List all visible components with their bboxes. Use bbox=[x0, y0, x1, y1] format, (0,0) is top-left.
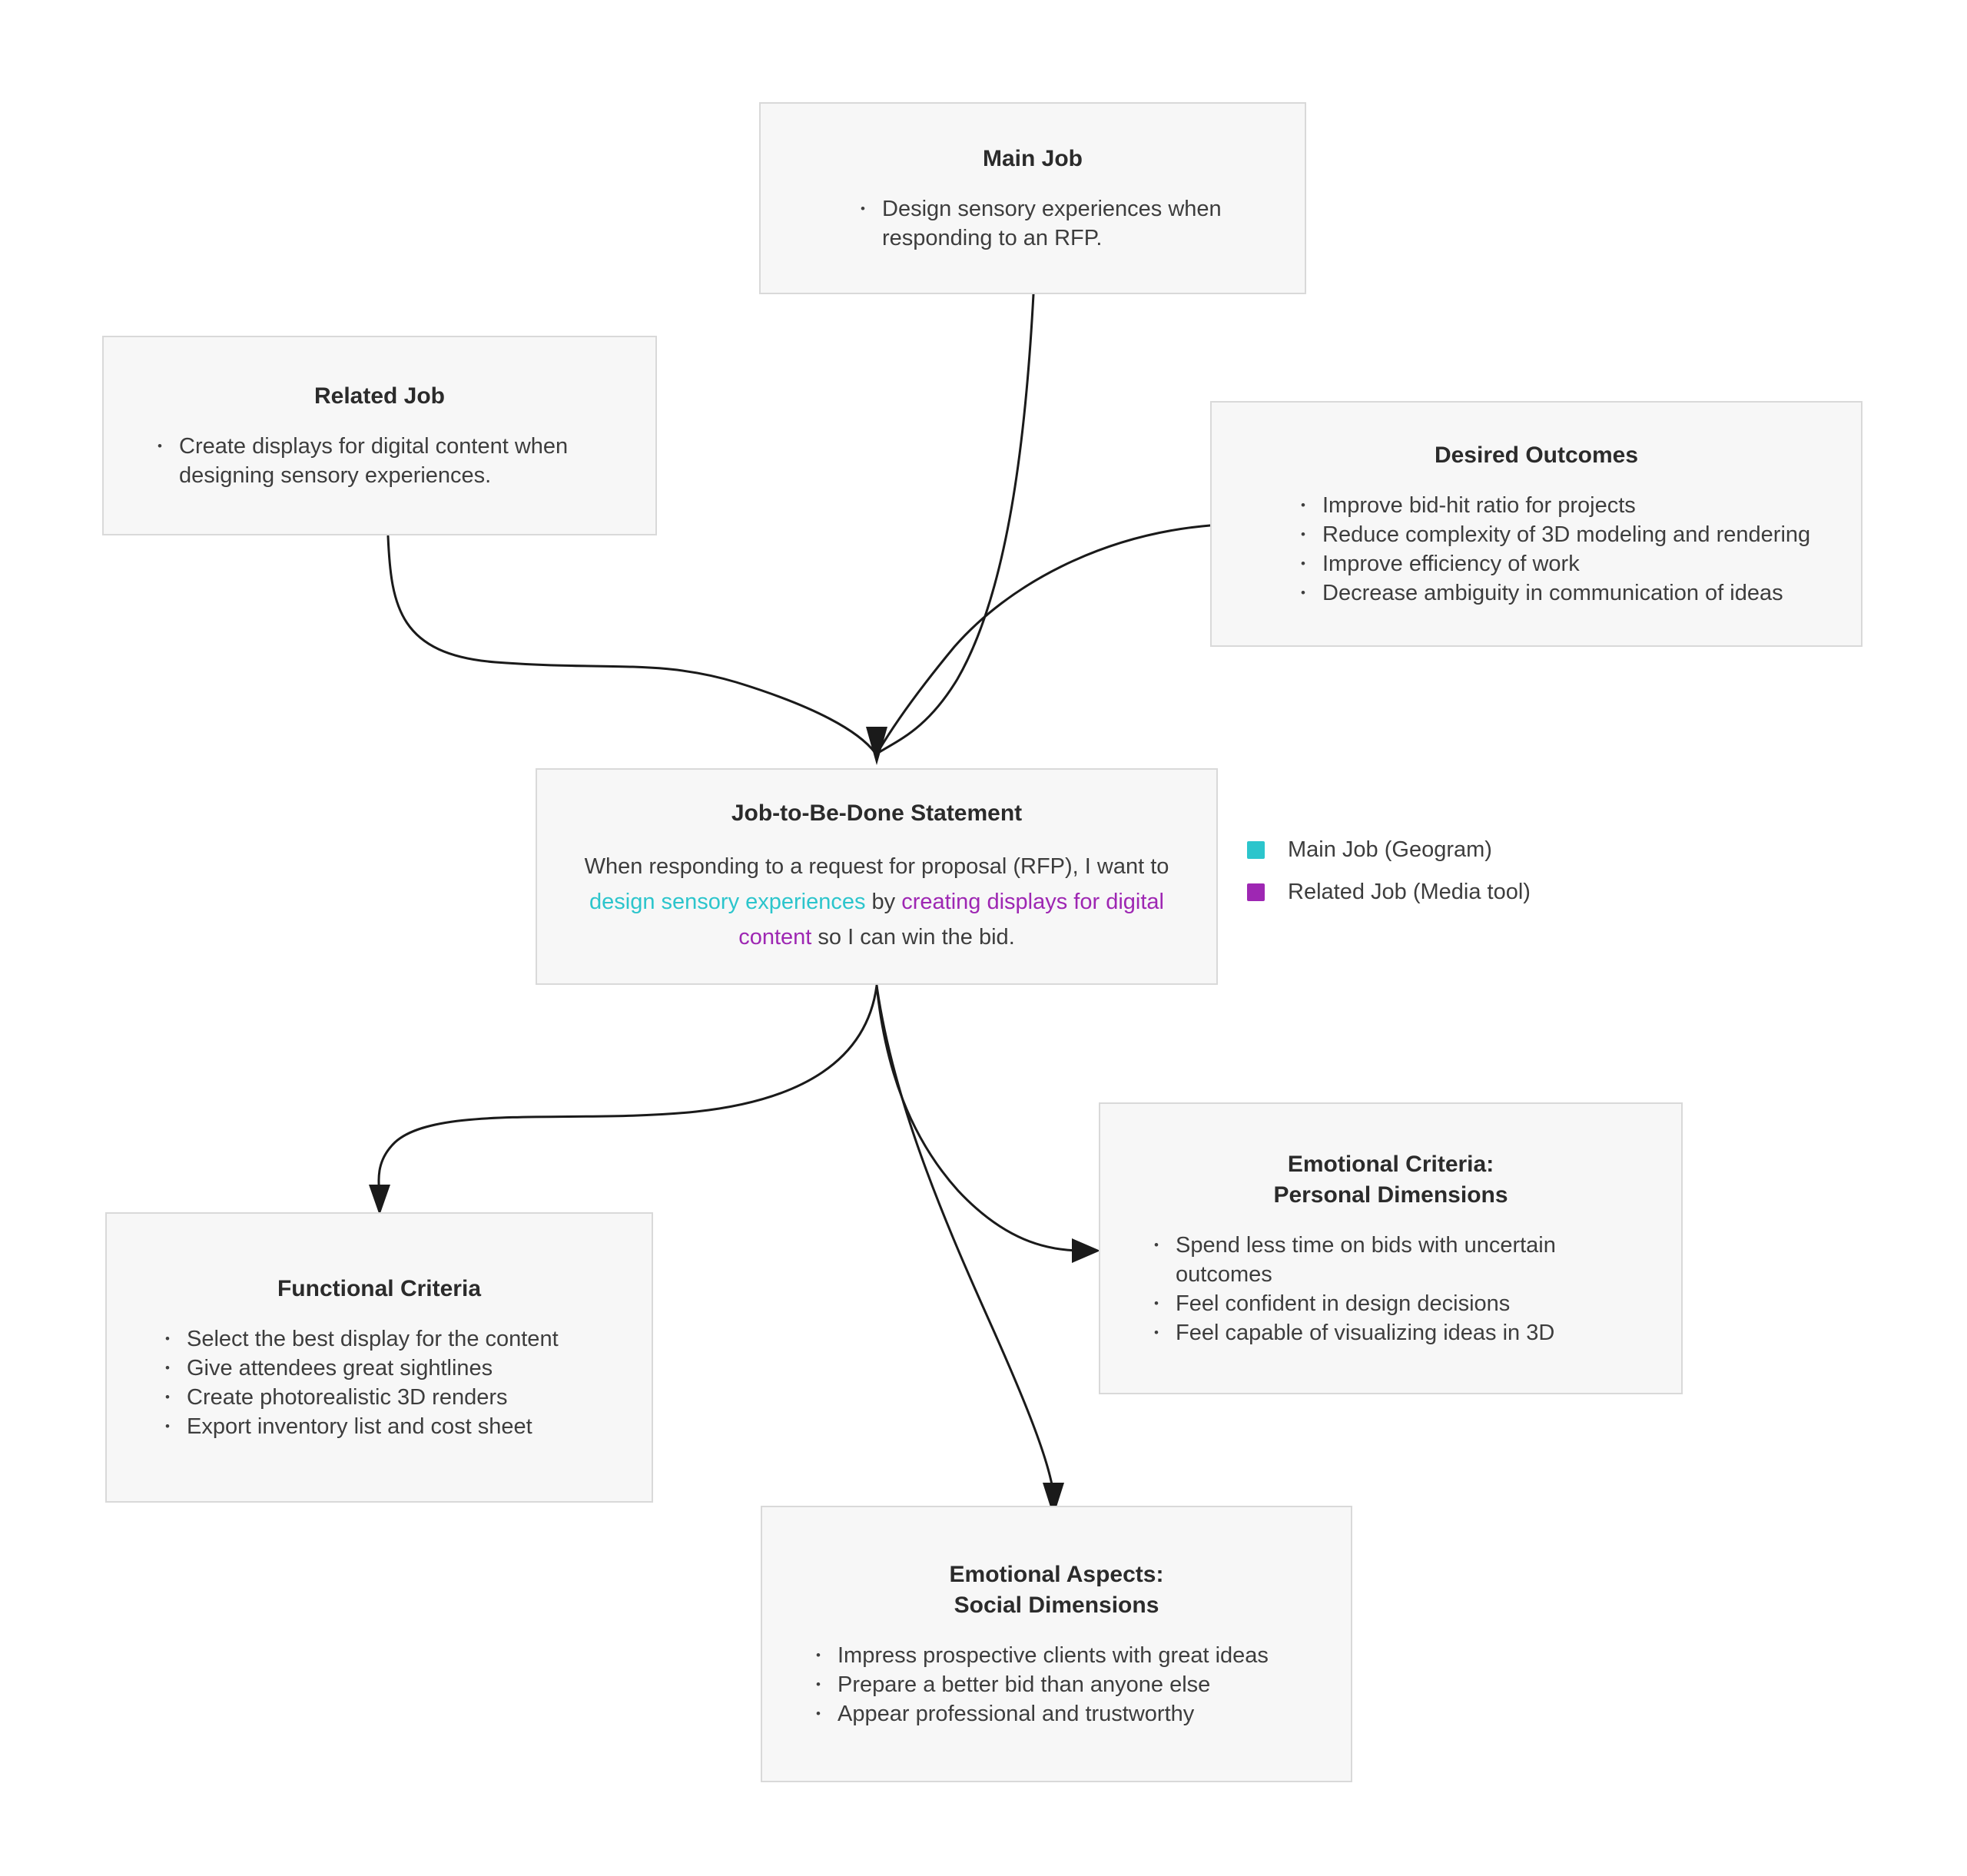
bullet-dot-icon: • bbox=[158, 439, 162, 453]
bullet-text: Create displays for digital content when… bbox=[179, 434, 569, 488]
list-item: • Appear professional and trustworthy bbox=[813, 1699, 1351, 1729]
arrowhead-into-statement-icon bbox=[866, 727, 887, 765]
bullet-text: Give attendees great sightlines bbox=[187, 1356, 493, 1380]
list-item: • Prepare a better bid than anyone else bbox=[813, 1670, 1351, 1699]
bullet-text: Reduce complexity of 3D modeling and ren… bbox=[1322, 522, 1811, 547]
node-functional-criteria: Functional Criteria • Select the best di… bbox=[105, 1212, 653, 1503]
node-title: Job-to-Be-Done Statement bbox=[731, 800, 1023, 826]
node-title: Functional Criteria bbox=[277, 1276, 482, 1301]
connector-related-job-to-statement bbox=[386, 535, 877, 754]
bullet-list: • Spend less time on bids with uncertain… bbox=[1100, 1231, 1681, 1347]
arrowhead-into-functional-icon bbox=[369, 1185, 390, 1215]
bullet-text: Appear professional and trustworthy bbox=[838, 1702, 1195, 1726]
bullet-text: Prepare a better bid than anyone else bbox=[838, 1672, 1211, 1697]
bullet-dot-icon: • bbox=[861, 201, 865, 216]
bullet-text: Feel confident in design decisions bbox=[1176, 1291, 1511, 1316]
arrowhead-into-emotional-social-icon bbox=[1043, 1483, 1064, 1516]
connector-statement-to-emotional-personal bbox=[875, 984, 1084, 1252]
list-item: • Feel capable of visualizing ideas in 3… bbox=[1151, 1318, 1681, 1347]
bullet-list: • Create displays for digital content wh… bbox=[104, 432, 655, 490]
bullet-text: Feel capable of visualizing ideas in 3D bbox=[1176, 1321, 1555, 1345]
list-item: • Create displays for digital content wh… bbox=[154, 432, 655, 490]
bullet-dot-icon: • bbox=[816, 1648, 821, 1662]
bullet-dot-icon: • bbox=[1154, 1238, 1159, 1252]
bullet-text: Design sensory experiences when respondi… bbox=[882, 197, 1222, 250]
node-main-job: Main Job • Design sensory experiences wh… bbox=[759, 102, 1306, 294]
bullet-dot-icon: • bbox=[1301, 498, 1305, 512]
connector-statement-to-functional bbox=[377, 984, 878, 1198]
arrowhead-into-emotional-personal-icon bbox=[1072, 1238, 1100, 1263]
legend-item: Related Job (Media tool) bbox=[1247, 881, 1531, 903]
list-item: • Give attendees great sightlines bbox=[162, 1354, 652, 1383]
connector-statement-to-emotional-social bbox=[875, 984, 1055, 1495]
legend-label: Main Job (Geogram) bbox=[1288, 837, 1492, 862]
bullet-dot-icon: • bbox=[816, 1677, 821, 1692]
bullet-text: Impress prospective clients with great i… bbox=[838, 1643, 1269, 1668]
bullet-text: Select the best display for the content bbox=[187, 1327, 559, 1351]
node-emotional-criteria-personal: Emotional Criteria: Personal Dimensions … bbox=[1099, 1102, 1683, 1394]
connector-desired-outcomes-to-statement bbox=[877, 524, 1212, 753]
list-item: • Impress prospective clients with great… bbox=[813, 1641, 1351, 1670]
bullet-text: Improve efficiency of work bbox=[1322, 552, 1580, 576]
connector-main-job-to-statement bbox=[877, 293, 1035, 754]
bullet-dot-icon: • bbox=[1301, 585, 1305, 600]
bullet-list: • Impress prospective clients with great… bbox=[762, 1641, 1351, 1729]
list-item: • Improve bid-hit ratio for projects bbox=[1298, 491, 1861, 520]
node-title: Main Job bbox=[982, 146, 1083, 171]
node-title: Desired Outcomes bbox=[1434, 442, 1639, 468]
list-item: • Reduce complexity of 3D modeling and r… bbox=[1298, 520, 1861, 549]
list-item: • Improve efficiency of work bbox=[1298, 549, 1861, 578]
legend-item: Main Job (Geogram) bbox=[1247, 839, 1531, 861]
list-item: • Decrease ambiguity in communication of… bbox=[1298, 578, 1861, 608]
bullet-dot-icon: • bbox=[816, 1706, 821, 1721]
list-item: • Design sensory experiences when respon… bbox=[857, 194, 1305, 253]
node-related-job: Related Job • Create displays for digita… bbox=[102, 336, 657, 535]
legend-label: Related Job (Media tool) bbox=[1288, 880, 1531, 904]
node-jtbd-statement: Job-to-Be-Done Statement When responding… bbox=[536, 768, 1218, 985]
bullet-text: Decrease ambiguity in communication of i… bbox=[1322, 581, 1783, 605]
bullet-text: Create photorealistic 3D renders bbox=[187, 1385, 508, 1410]
bullet-dot-icon: • bbox=[165, 1390, 170, 1404]
bullet-list: • Select the best display for the conten… bbox=[107, 1324, 652, 1441]
bullet-text: Improve bid-hit ratio for projects bbox=[1322, 493, 1636, 518]
bullet-dot-icon: • bbox=[165, 1361, 170, 1375]
list-item: • Select the best display for the conten… bbox=[162, 1324, 652, 1354]
node-title: Emotional Criteria: Personal Dimensions bbox=[1273, 1152, 1508, 1208]
node-title: Emotional Aspects: Social Dimensions bbox=[949, 1562, 1164, 1618]
list-item: • Create photorealistic 3D renders bbox=[162, 1383, 652, 1412]
node-title: Related Job bbox=[313, 383, 446, 409]
bullet-list: • Design sensory experiences when respon… bbox=[761, 194, 1305, 253]
bullet-dot-icon: • bbox=[1154, 1325, 1159, 1340]
bullet-dot-icon: • bbox=[165, 1419, 170, 1434]
bullet-dot-icon: • bbox=[1301, 527, 1305, 542]
legend-swatch-icon bbox=[1247, 841, 1265, 859]
bullet-text: Spend less time on bids with uncertain o… bbox=[1176, 1233, 1556, 1287]
node-desired-outcomes: Desired Outcomes • Improve bid-hit ratio… bbox=[1210, 401, 1863, 647]
jtbd-statement-text: When responding to a request for proposa… bbox=[584, 854, 1169, 950]
bullet-dot-icon: • bbox=[165, 1331, 170, 1346]
node-emotional-aspects-social: Emotional Aspects: Social Dimensions • I… bbox=[761, 1506, 1352, 1782]
bullet-dot-icon: • bbox=[1301, 556, 1305, 571]
bullet-dot-icon: • bbox=[1154, 1296, 1159, 1311]
list-item: • Feel confident in design decisions bbox=[1151, 1289, 1681, 1318]
legend: Main Job (Geogram) Related Job (Media to… bbox=[1247, 839, 1531, 903]
list-item: • Spend less time on bids with uncertain… bbox=[1151, 1231, 1681, 1289]
bullet-list: • Improve bid-hit ratio for projects • R… bbox=[1212, 491, 1861, 608]
list-item: • Export inventory list and cost sheet bbox=[162, 1412, 652, 1441]
legend-swatch-icon bbox=[1247, 883, 1265, 901]
bullet-text: Export inventory list and cost sheet bbox=[187, 1414, 532, 1439]
